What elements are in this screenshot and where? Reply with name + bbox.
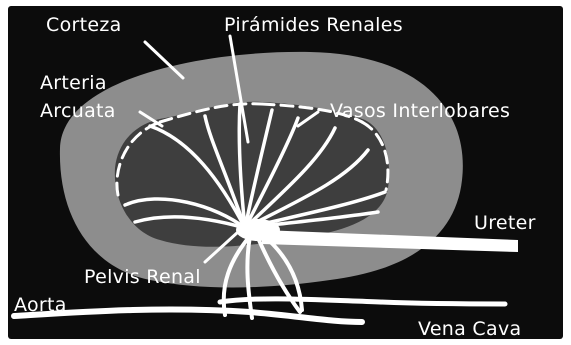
label-arcuata: Arcuata [40,100,116,122]
label-vasos-interlobares: Vasos Interlobares [330,100,510,122]
label-aorta: Aorta [14,294,67,316]
label-arteria: Arteria [40,72,107,94]
label-piramides-renales: Pirámides Renales [224,14,403,36]
label-vena-cava: Vena Cava [418,318,521,340]
label-pelvis-renal: Pelvis Renal [84,266,201,288]
label-ureter: Ureter [474,212,536,234]
vena-cava [220,299,505,304]
label-corteza: Corteza [46,14,122,36]
